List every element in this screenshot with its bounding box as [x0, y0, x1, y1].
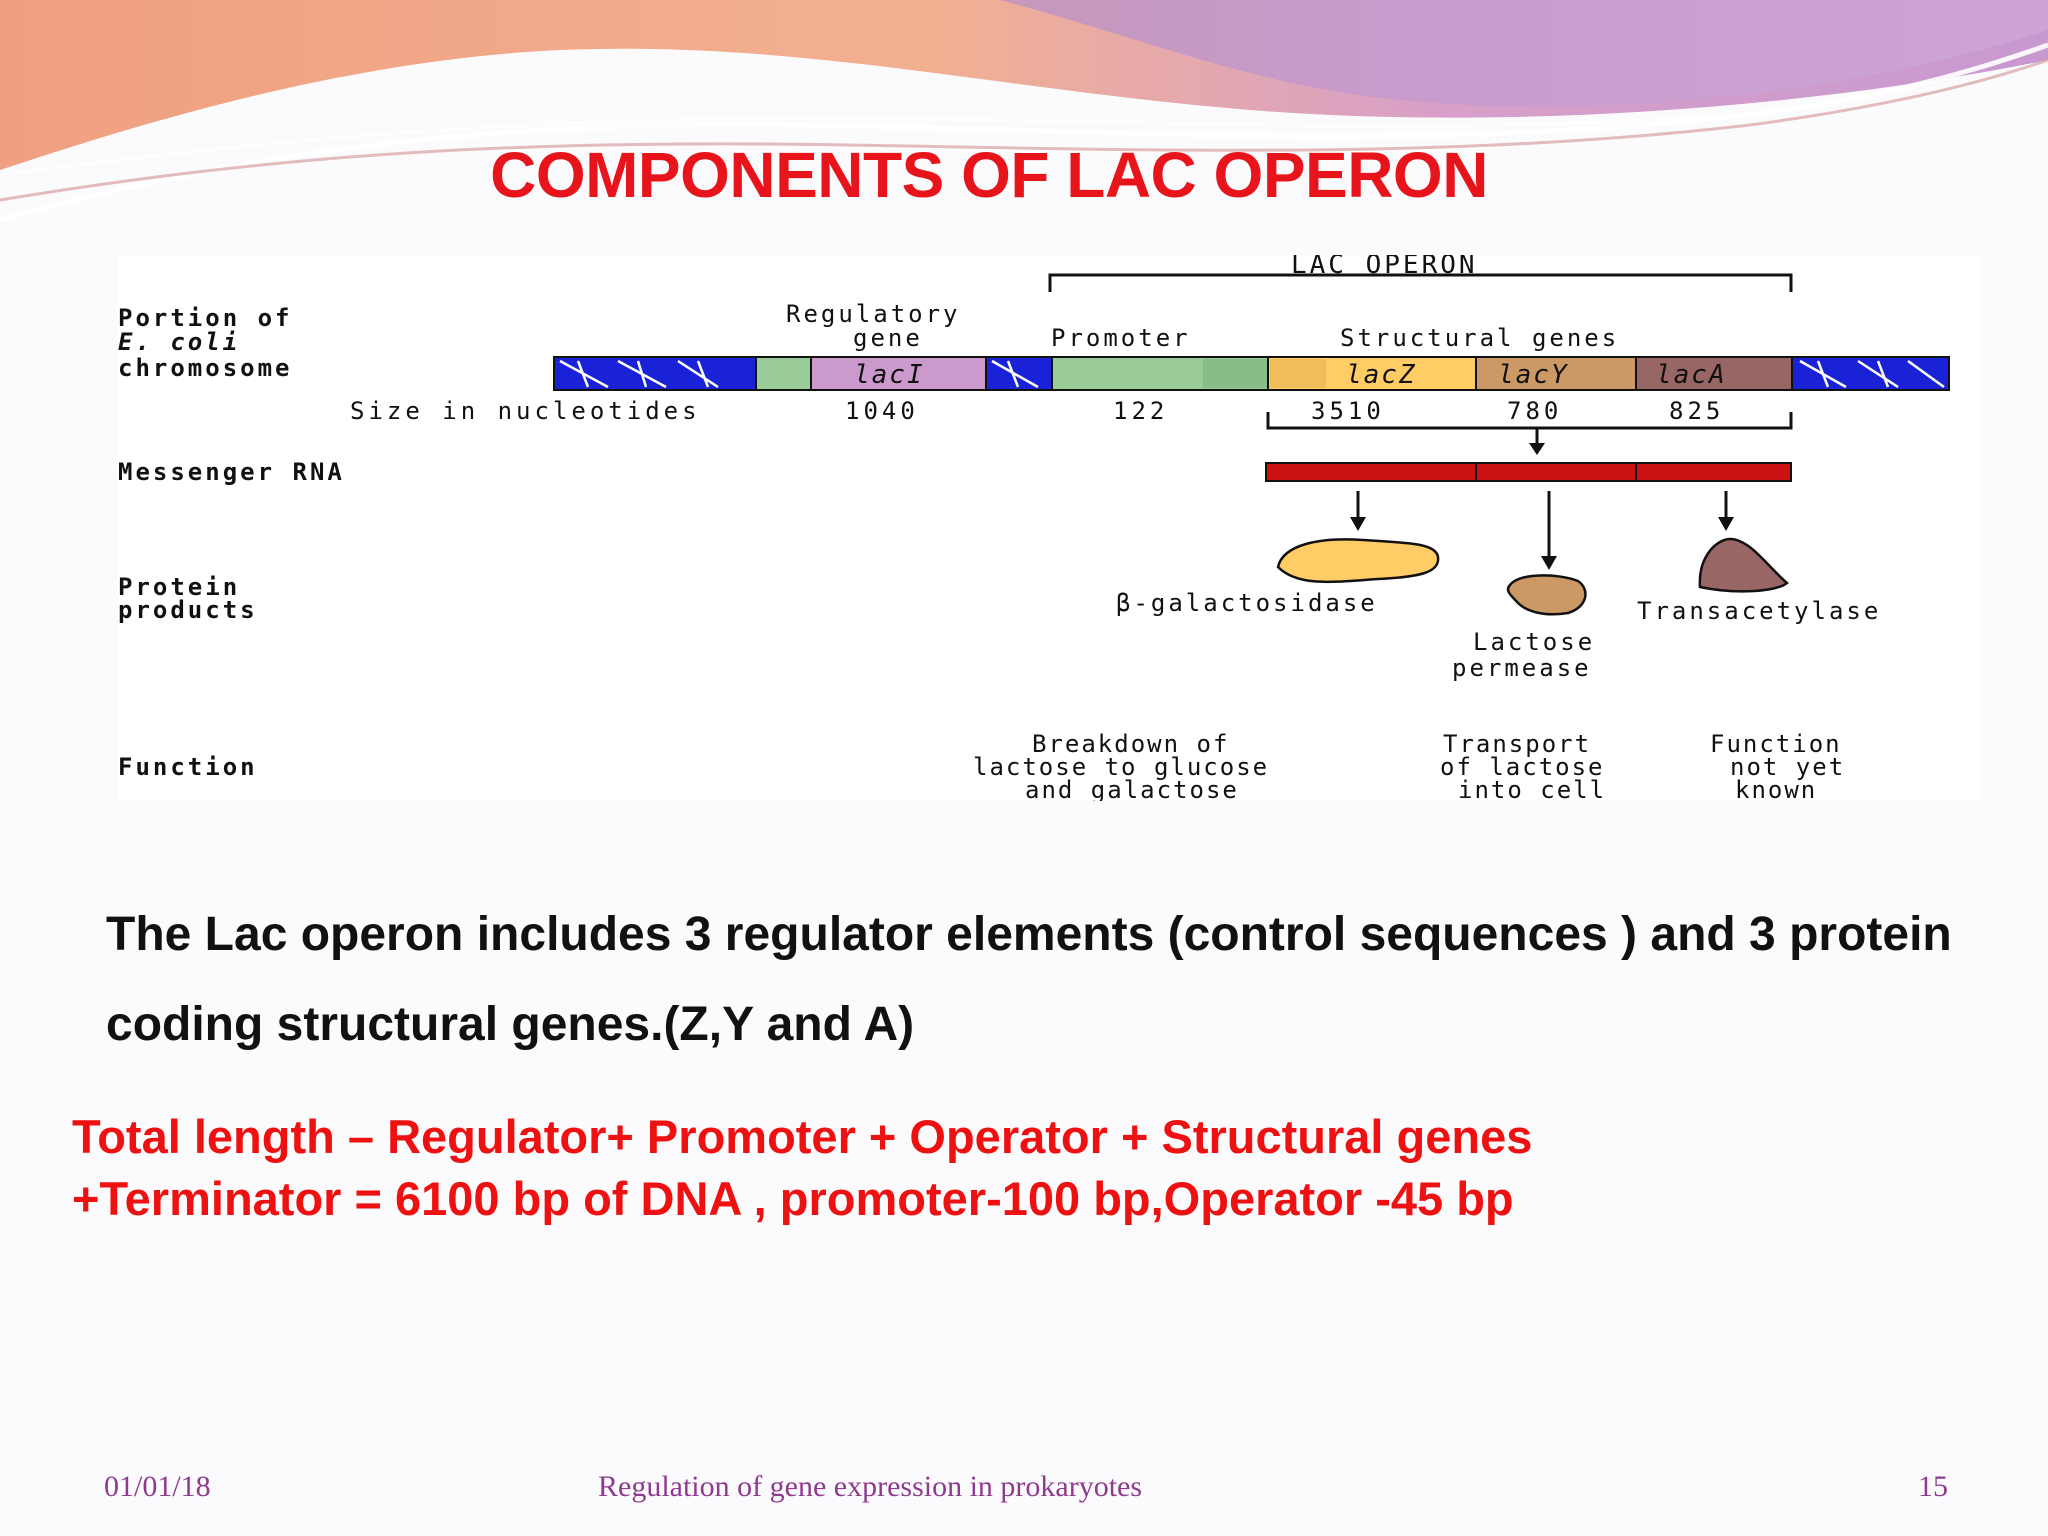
- size-laci: 1040: [845, 397, 919, 425]
- chromosome-green-block: [755, 356, 812, 391]
- gene-lacz-block: [1267, 356, 1477, 391]
- function-2-line-1: Transport: [1443, 730, 1591, 758]
- total-length-line-1: Total length – Regulator+ Promoter + Ope…: [72, 1110, 1533, 1163]
- label-gene: gene: [853, 324, 923, 352]
- translation-arrows: [1350, 491, 1734, 570]
- footer-page-number: 15: [1918, 1470, 1948, 1503]
- chromosome-dna-strands: [559, 359, 1945, 389]
- label-protein: Protein: [118, 573, 240, 601]
- beta-galactosidase-shape: [1276, 538, 1440, 584]
- label-size-in-nucleotides: Size in nucleotides: [350, 397, 701, 425]
- lac-operon-diagram: LAC OPERON Portion of E. coli chromosome…: [118, 255, 1980, 801]
- gene-lacy-block: [1475, 356, 1637, 391]
- operator-stipple: [1203, 359, 1267, 388]
- size-laca: 825: [1669, 397, 1724, 425]
- gene-lacy-label: lacY: [1498, 360, 1569, 390]
- header-wave-decoration: [0, 0, 2048, 223]
- label-portion-of: Portion of: [118, 304, 293, 332]
- slide-title: COMPONENTS OF LAC OPERON: [490, 139, 1488, 211]
- body-paragraph: The Lac operon includes 3 regulator elem…: [106, 908, 1952, 1051]
- function-2-line-3: into cell: [1458, 776, 1606, 801]
- label-function: Function: [118, 753, 258, 781]
- lactose-permease-shape: [1506, 574, 1587, 616]
- messenger-rna-bar: [1265, 462, 1792, 482]
- size-lacz: 3510: [1311, 397, 1385, 425]
- diagram-background: [118, 255, 1980, 801]
- label-regulatory: Regulatory: [786, 300, 961, 328]
- label-products: products: [118, 596, 258, 624]
- transcription-arrow-head: [1529, 443, 1545, 455]
- promoter-block: [1051, 356, 1269, 391]
- function-3-line-2: not yet: [1730, 753, 1845, 781]
- function-1-line-3: and galactose: [1025, 776, 1239, 801]
- function-3-line-1: Function: [1710, 730, 1842, 758]
- function-3-line-3: known: [1735, 776, 1817, 801]
- total-length-note: Total length – Regulator+ Promoter + Ope…: [72, 1106, 1972, 1230]
- lacz-stipple: [1270, 359, 1326, 388]
- function-1-line-2: lactose to glucose: [973, 753, 1269, 781]
- gene-laca-label: lacA: [1656, 360, 1727, 390]
- label-ecoli: E. coli: [118, 328, 240, 356]
- label-promoter: Promoter: [1051, 324, 1191, 352]
- footer-date: 01/01/18: [104, 1470, 211, 1503]
- transacetylase-shape: [1698, 537, 1789, 593]
- gene-laci-block: [810, 356, 987, 391]
- transcription-bracket: [1266, 412, 1793, 430]
- chromosome-bar: [553, 356, 1950, 391]
- lac-operon-label: LAC OPERON: [1291, 255, 1478, 280]
- lac-operon-bracket: [1048, 273, 1793, 292]
- size-promoter: 122: [1113, 397, 1168, 425]
- footer-title: Regulation of gene expression in prokary…: [598, 1470, 1143, 1503]
- gene-laca-block: [1635, 356, 1793, 391]
- protein-beta-galactosidase: β-galactosidase: [1116, 589, 1378, 617]
- label-messenger-rna: Messenger RNA: [118, 458, 345, 486]
- size-lacy: 780: [1507, 397, 1562, 425]
- label-structural-genes: Structural genes: [1340, 324, 1619, 352]
- function-1-line-1: Breakdown of: [1032, 730, 1229, 758]
- function-2-line-2: of lactose: [1440, 753, 1605, 781]
- gene-laci-label: lacI: [854, 360, 925, 390]
- label-chromosome: chromosome: [118, 354, 293, 382]
- total-length-line-2: +Terminator = 6100 bp of DNA , promoter-…: [72, 1172, 1514, 1225]
- protein-lactose-label: Lactose: [1473, 628, 1595, 656]
- protein-permease-label: permease: [1452, 654, 1592, 682]
- gene-lacz-label: lacZ: [1346, 360, 1417, 390]
- protein-transacetylase: Transacetylase: [1637, 597, 1881, 625]
